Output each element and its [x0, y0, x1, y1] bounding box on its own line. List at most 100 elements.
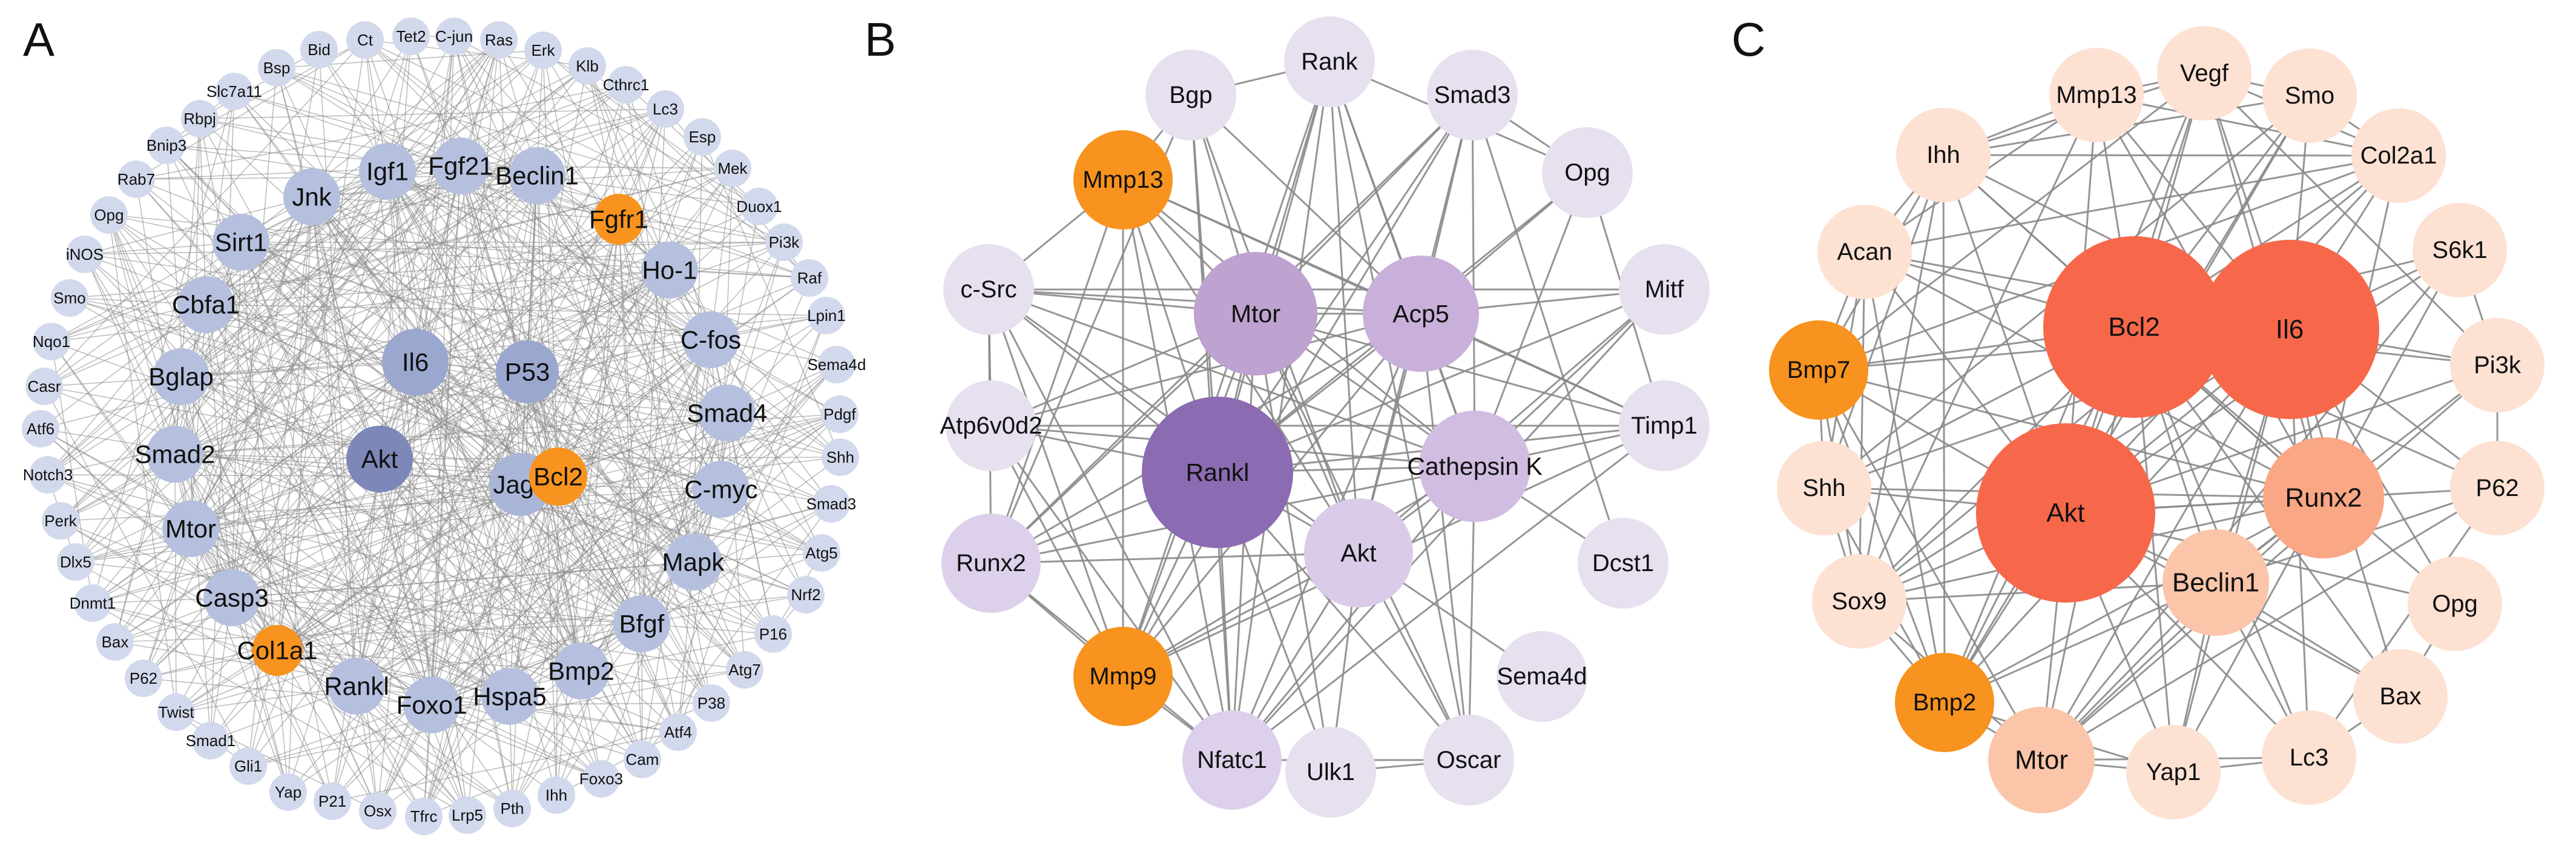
node-a-ihh: Ihh — [538, 776, 575, 814]
node-label: Gli1 — [234, 757, 262, 775]
node-a-il6: Il6 — [382, 329, 449, 395]
node-c-bax: Bax — [2353, 649, 2448, 744]
node-a-lpin1: Lpin1 — [807, 297, 846, 334]
node-label: Bmp7 — [1787, 357, 1851, 383]
edge-b-rankl-mitf — [1217, 288, 1665, 474]
edge-a-ct-casr — [44, 39, 366, 387]
node-circle — [283, 168, 340, 225]
node-circle — [787, 576, 825, 613]
edge-c-mtor-bmp7 — [1817, 369, 2043, 761]
node-a-bid: Bid — [300, 31, 338, 68]
edge-a-smad2-col1a1 — [174, 454, 278, 651]
node-circle — [624, 741, 661, 778]
edge-a-c-myc-fgf21 — [460, 165, 722, 490]
node-a-nrf2: Nrf2 — [787, 576, 825, 613]
node-label: Ihh — [545, 786, 567, 804]
node-b-dcst1: Dcst1 — [1578, 518, 1668, 609]
node-circle — [822, 438, 859, 476]
edge-a-p53-tet2 — [410, 36, 528, 372]
node-a-jnk: Jnk — [283, 168, 340, 225]
node-circle — [269, 773, 307, 811]
node-label: Dlx5 — [60, 553, 91, 571]
node-label: Mtor — [2015, 745, 2068, 775]
node-label: Nqo1 — [33, 332, 70, 351]
node-label: Nfatc1 — [1197, 747, 1267, 773]
edge-a-c-fos-cthrc1 — [625, 84, 711, 340]
edge-a-mtor-yap — [190, 528, 289, 793]
node-label: Pdgf — [823, 405, 856, 423]
node-label: P53 — [505, 358, 550, 386]
node-label: Hspa5 — [473, 683, 546, 711]
edge-a-beclin1-bglap — [180, 175, 538, 377]
node-circle — [405, 798, 443, 835]
edge-a-casp3-yap — [231, 597, 289, 793]
edge-a-lc3-nqo1 — [51, 108, 666, 342]
node-a-p21: P21 — [314, 782, 351, 820]
node-circle — [1497, 631, 1587, 722]
node-circle — [693, 461, 749, 518]
node-a-cthrc1: Cthrc1 — [603, 66, 649, 104]
edge-b-rank-oscar — [1328, 61, 1470, 761]
edge-a-col1a1-jnk — [277, 196, 312, 651]
node-a-nqo1: Nqo1 — [33, 323, 70, 360]
node-label: Bgp — [1169, 82, 1212, 108]
node-label: Smo — [53, 289, 85, 307]
edge-a-jag1-cam — [520, 484, 643, 760]
node-a-col1a1: Col1a1 — [237, 625, 318, 676]
node-c-ihh: Ihh — [1896, 108, 1991, 202]
edge-a-p53-p38 — [527, 371, 712, 704]
edge-a-klb-atg5 — [587, 65, 822, 554]
node-label: Smad3 — [1434, 82, 1511, 108]
edge-a-smad2-fgf21 — [174, 165, 461, 455]
node-c-vegf: Vegf — [2157, 26, 2252, 121]
edge-a-casp3-tet2 — [231, 36, 412, 598]
node-label: Klb — [576, 57, 599, 75]
node-label: Bsp — [263, 59, 291, 77]
node-a-erk: Erk — [524, 31, 562, 69]
node-circle — [808, 297, 845, 334]
node-circle — [2351, 108, 2446, 203]
node-circle — [1896, 108, 1991, 202]
node-b-mmp9: Mmp9 — [1073, 627, 1173, 726]
edge-c-mtor-s6k1 — [2040, 250, 2461, 761]
edge-a-bmp2-mtor — [190, 528, 582, 672]
node-label: Smad4 — [687, 399, 767, 428]
edge-a-rbpj-lc3 — [199, 108, 666, 119]
edge-a-klb-notch3 — [47, 65, 588, 475]
edge-a-il6-c-jun — [415, 36, 455, 363]
edge-a-cbfa1-slc7a11 — [205, 91, 235, 305]
node-c-p62: P62 — [2450, 441, 2545, 535]
node-label: Fgf21 — [428, 152, 493, 180]
node-circle — [148, 127, 185, 164]
edge-a-fgf21-p16 — [460, 165, 774, 635]
node-c-s6k1: S6k1 — [2413, 203, 2507, 297]
node-label: Mmp13 — [2056, 82, 2136, 108]
edge-a-dlx5-ras — [75, 39, 499, 563]
node-label: Smad3 — [806, 495, 856, 513]
node-circle — [2200, 240, 2379, 419]
node-circle — [25, 368, 63, 405]
edge-a-smad4-nrf2 — [726, 412, 806, 595]
node-label: Rank — [1301, 48, 1358, 75]
node-a-notch3: Notch3 — [23, 456, 73, 494]
node-a-smad3: Smad3 — [806, 485, 856, 523]
node-a-igf1: Igf1 — [359, 143, 416, 200]
edge-a-rankl-pdgf — [356, 414, 840, 687]
node-label: Casp3 — [195, 584, 268, 612]
node-label: Beclin1 — [2172, 568, 2259, 598]
node-a-twist: Twist — [157, 693, 195, 731]
edge-a-jag1-p16 — [520, 484, 774, 635]
edge-a-smad4-ct — [364, 39, 728, 414]
node-c-akt: Akt — [1976, 423, 2155, 603]
node-label: Casr — [28, 377, 61, 395]
node-circle — [493, 790, 531, 827]
node-label: c-Src — [960, 276, 1016, 303]
node-label: Ct — [357, 31, 374, 49]
node-label: Yap1 — [2146, 759, 2201, 785]
node-label: Opg — [94, 206, 124, 224]
edge-a-cbfa1-rbpj — [199, 118, 206, 305]
node-label: Lrp5 — [452, 806, 483, 824]
node-label: Atg7 — [728, 661, 761, 679]
edge-b-cathepsin-k-smad3 — [1471, 94, 1476, 467]
